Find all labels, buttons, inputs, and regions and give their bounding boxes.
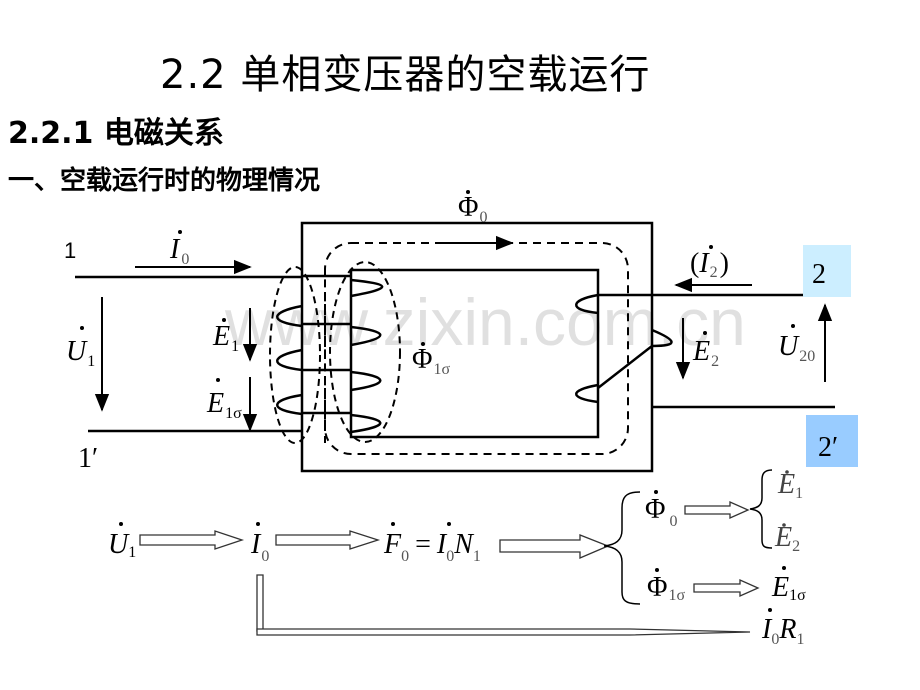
- flow-f0-equation: F0=I0N1: [383, 522, 481, 565]
- emf-brace: [749, 469, 773, 549]
- label-i2: (I2): [690, 245, 729, 281]
- svg-text:U1: U1: [66, 336, 95, 370]
- svg-text:E1: E1: [212, 321, 239, 355]
- leakage-flux-outer: [269, 266, 321, 444]
- svg-text:Φ0: Φ0: [458, 192, 487, 226]
- svg-text:U1: U1: [108, 529, 136, 561]
- terminal-2-badge: [803, 245, 851, 297]
- arrow-phi1s-e1s: [693, 578, 760, 598]
- flow-arrows: [139, 500, 760, 636]
- svg-text:I0: I0: [169, 234, 189, 268]
- svg-text:Φ1σ: Φ1σ: [412, 344, 450, 378]
- arrow-i0-f0: [275, 530, 381, 550]
- primary-winding: [276, 274, 384, 434]
- subsection-heading: 一、空载运行时的物理情况: [8, 166, 321, 196]
- arrow-f0-split: [499, 534, 610, 559]
- flow-e1sigma: E1σ: [771, 566, 806, 604]
- svg-text:I0: I0: [250, 529, 269, 565]
- branch-down: [256, 574, 264, 632]
- main-flux-path: [324, 242, 629, 455]
- arrow-to-i0r1: [256, 628, 751, 636]
- label-phi0: Φ0: [458, 190, 487, 226]
- flow-u1: U1: [108, 522, 136, 561]
- secondary-winding: [575, 293, 673, 404]
- leakage-flux-inner: [329, 261, 401, 443]
- svg-text:E2: E2: [692, 336, 719, 370]
- page-title: 2.2 单相变压器的空载运行: [160, 52, 651, 98]
- svg-text:E2: E2: [774, 522, 800, 555]
- label-e2: E2: [692, 331, 719, 370]
- svg-text:F0=I0N1: F0=I0N1: [383, 529, 481, 565]
- label-e1sigma: E1σ: [206, 378, 242, 422]
- flow-i0: I0: [250, 522, 269, 565]
- svg-text:(I2): (I2): [690, 248, 729, 281]
- svg-text:E1σ: E1σ: [206, 388, 242, 422]
- terminal-2-prime: 2′: [818, 432, 838, 463]
- core-window: [349, 268, 600, 439]
- svg-text:E1σ: E1σ: [771, 572, 806, 604]
- terminal-1: 1: [64, 238, 76, 263]
- terminal-2-prime-badge: [806, 415, 858, 467]
- svg-text:Φ1σ: Φ1σ: [647, 572, 685, 604]
- flow-phi1sigma: Φ1σ: [647, 568, 685, 604]
- flow-e1: E1: [777, 469, 803, 502]
- svg-text:E1: E1: [777, 469, 803, 502]
- arrow-phi0-e: [684, 500, 750, 520]
- flow-i0r1: I0R1: [761, 608, 804, 648]
- terminal-1-prime: 1′: [78, 443, 98, 474]
- label-phi1sigma: Φ1σ: [412, 342, 450, 378]
- section-heading: 2.2.1 电磁关系: [8, 116, 224, 151]
- flow-e2: E2: [774, 522, 800, 555]
- label-u20: U20: [778, 324, 815, 365]
- svg-text:U20: U20: [778, 331, 815, 365]
- split-brace: [603, 491, 641, 605]
- arrow-u1-i0: [139, 530, 245, 550]
- terminal-2: 2: [812, 259, 826, 290]
- label-u1: U1: [66, 326, 95, 370]
- svg-text:Φ0: Φ0: [645, 494, 677, 530]
- label-e1: E1: [212, 318, 239, 355]
- svg-text:I0R1: I0R1: [761, 614, 804, 648]
